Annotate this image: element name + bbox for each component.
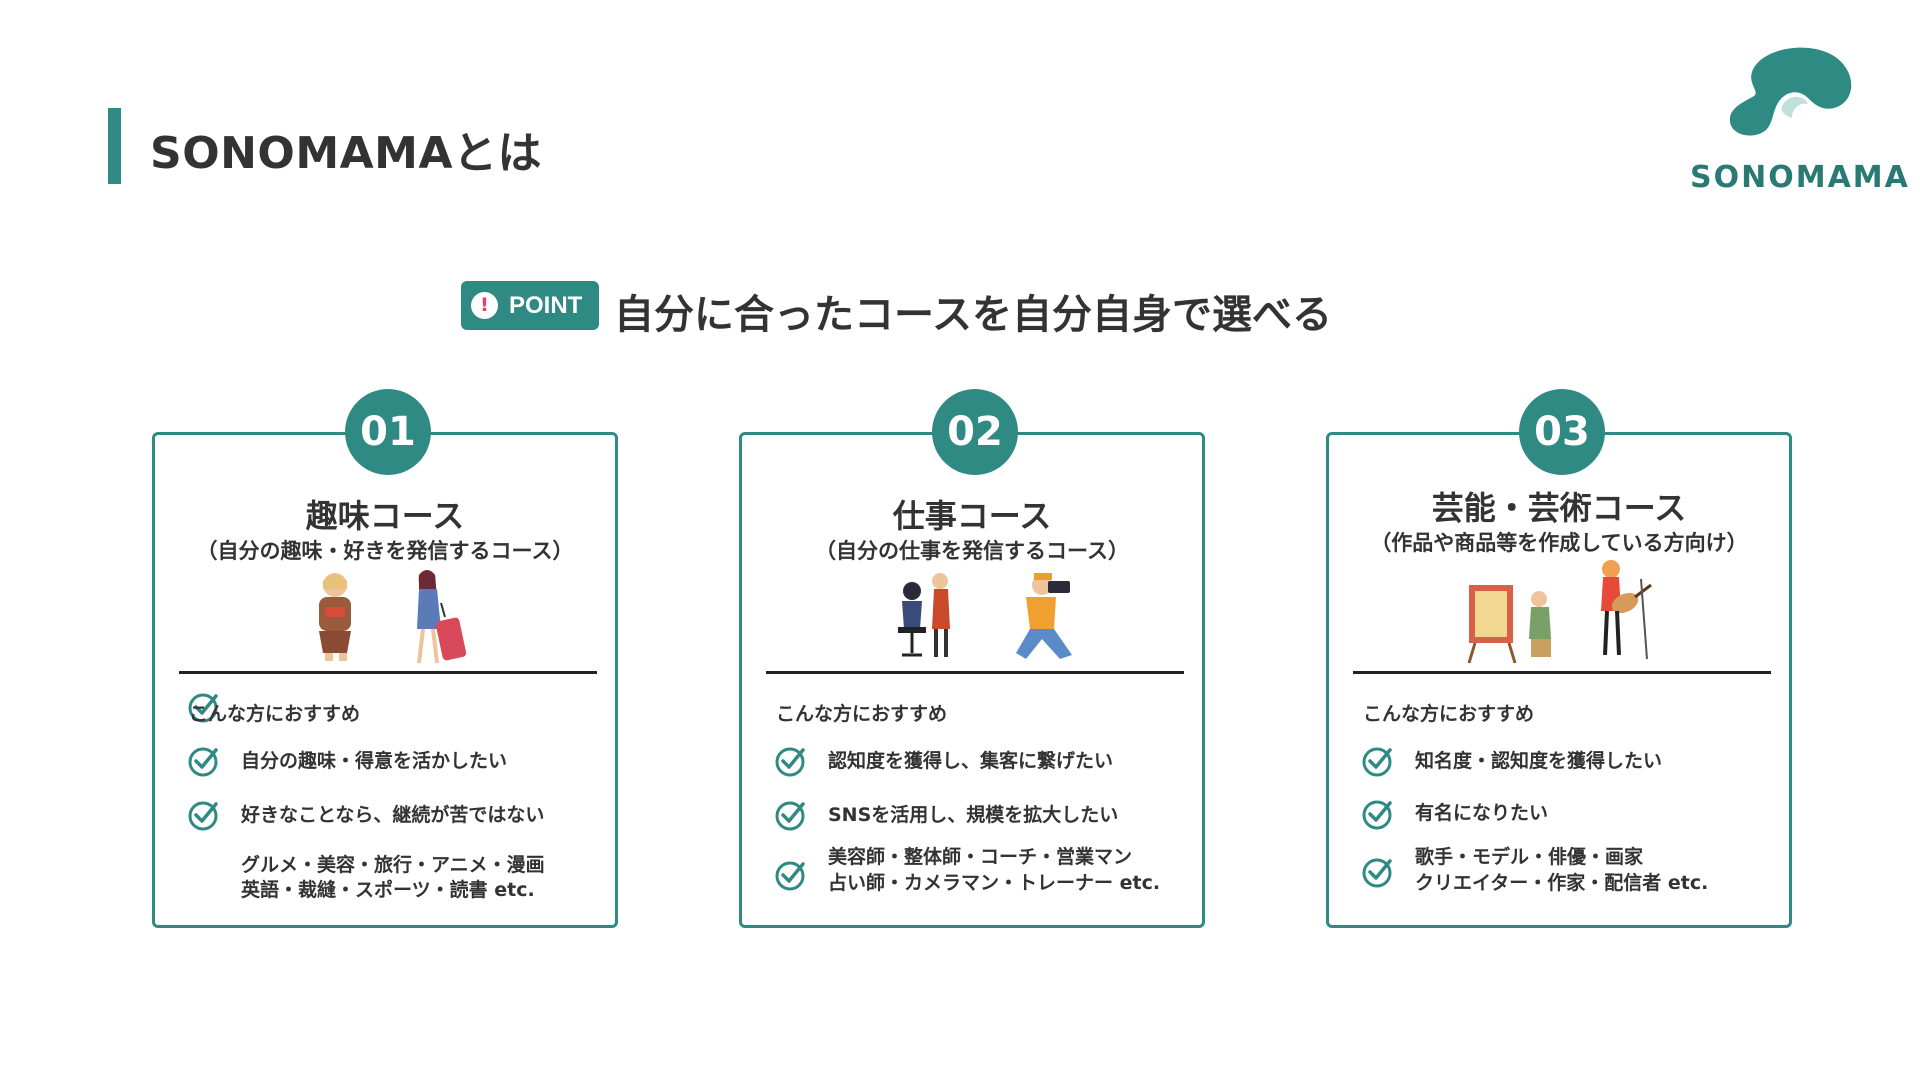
- check-circle-icon: [188, 693, 218, 723]
- course-title: 仕事コース: [892, 497, 1052, 535]
- check-circle-icon: [775, 801, 805, 831]
- check-circle-icon: [775, 861, 805, 891]
- card-number: 03: [1519, 389, 1605, 475]
- art-illustration: [1329, 559, 1789, 671]
- recommend-label: こんな方におすすめ: [1363, 703, 1535, 725]
- title-accent-bar: [108, 108, 121, 184]
- check-circle-icon: [1362, 800, 1392, 830]
- recommend-label: こんな方におすすめ: [189, 703, 361, 725]
- course-subtitle: （自分の仕事を発信するコース）: [815, 539, 1129, 563]
- example-line: 占い師・カメラマン・トレーナー etc.: [828, 872, 1161, 894]
- recommend-item: 認知度を獲得し、集客に繋げたい: [828, 750, 1114, 772]
- course-subtitle: （作品や商品等を作成している方向け）: [1370, 531, 1748, 555]
- point-badge: ! POINT: [461, 281, 599, 330]
- course-card-entertainment: 03 芸能・芸術コース （作品や商品等を作成している方向け） こんな方におすすめ…: [1326, 389, 1792, 928]
- example-line: グルメ・美容・旅行・アニメ・漫画: [241, 854, 545, 876]
- example-line: 美容師・整体師・コーチ・営業マン: [828, 846, 1133, 868]
- course-subtitle: （自分の趣味・好きを発信するコース）: [196, 539, 574, 563]
- sonomama-logo: SONOMAMA: [1690, 44, 1910, 195]
- recommend-item: 有名になりたい: [1415, 802, 1549, 824]
- hobby-illustration: [155, 567, 615, 671]
- course-card-hobby: 01 趣味コース （自分の趣味・好きを発信するコース） こんな方におすすめ 自分…: [152, 389, 618, 928]
- recommend-item: 自分の趣味・得意を活かしたい: [241, 750, 508, 772]
- point-headline: 自分に合ったコースを自分自身で選べる: [614, 292, 1332, 338]
- card-divider: [179, 671, 597, 674]
- course-card-work: 02 仕事コース （自分の仕事を発信するコース） こんな方におすすめ 認知度を獲…: [739, 389, 1205, 928]
- work-illustration: [742, 567, 1202, 671]
- point-label: POINT: [509, 292, 583, 319]
- card-number: 01: [345, 389, 431, 475]
- example-line: 英語・裁縫・スポーツ・読書 etc.: [241, 879, 535, 901]
- check-circle-icon: [1362, 747, 1392, 777]
- example-line: 歌手・モデル・俳優・画家: [1415, 846, 1644, 868]
- check-circle-icon: [1362, 858, 1392, 888]
- recommend-label: こんな方におすすめ: [776, 703, 948, 725]
- course-title: 趣味コース: [305, 497, 465, 535]
- card-divider: [1353, 671, 1771, 674]
- example-line: クリエイター・作家・配信者 etc.: [1415, 872, 1709, 894]
- logo-text: SONOMAMA: [1690, 160, 1910, 195]
- card-number: 02: [932, 389, 1018, 475]
- card-divider: [766, 671, 1184, 674]
- check-circle-icon: [188, 801, 218, 831]
- course-title: 芸能・芸術コース: [1431, 489, 1687, 527]
- exclamation-icon: !: [471, 292, 498, 319]
- logo-mark-icon: [1730, 47, 1852, 136]
- page-title: SONOMAMAとは: [150, 128, 542, 179]
- recommend-item: 好きなことなら、継続が苦ではない: [241, 804, 545, 826]
- check-circle-icon: [775, 747, 805, 777]
- check-circle-icon: [188, 747, 218, 777]
- recommend-item: 知名度・認知度を獲得したい: [1415, 750, 1663, 772]
- recommend-item: SNSを活用し、規模を拡大したい: [828, 804, 1119, 826]
